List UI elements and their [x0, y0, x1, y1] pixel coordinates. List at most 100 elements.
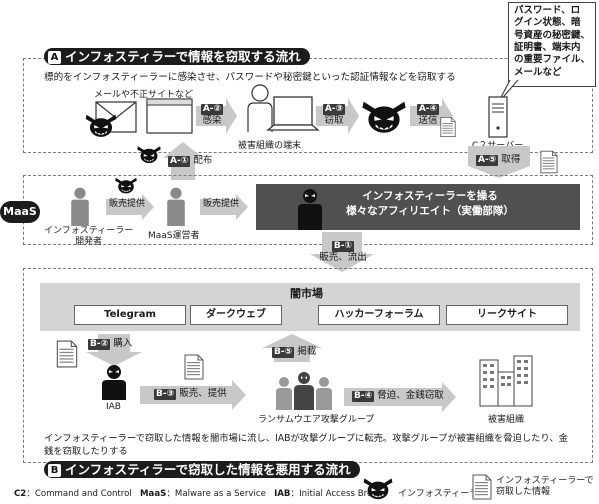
- step-b2: B-② 購入: [88, 338, 148, 350]
- section-b-description: インフォスティーラーで窃取した情報を闇市場に流し、IABが攻撃グループに転売。攻…: [44, 432, 568, 458]
- abbrev-iab-key: IAB: [274, 489, 291, 499]
- sale-label-1: 販売提供: [108, 199, 145, 209]
- affiliate-person: [298, 189, 322, 230]
- operator-label: MaaS運営者: [148, 231, 200, 241]
- step-a1-label: 配布: [193, 155, 213, 166]
- callout-line: 号資産の秘密鍵、: [514, 29, 591, 41]
- legend-info-icon: [472, 474, 492, 500]
- section-b-title-text: インフォスティラーで窃取した情報を悪用する流れ: [65, 462, 351, 477]
- abbrev-maas-key: MaaS: [139, 489, 167, 499]
- step-a1: A-① 配布: [168, 155, 228, 167]
- step-a2-label: 感染: [202, 115, 222, 126]
- arrow-b1: [310, 232, 374, 272]
- sale-label-2: 販売提供: [202, 199, 239, 209]
- step-a1-code: A-①: [168, 156, 191, 167]
- affiliate-text: インフォスティーラーを操る 様々なアフィリエイト（実働部隊）: [330, 189, 530, 219]
- step-b5-code: B-⑤: [272, 347, 295, 358]
- market-item-leak-site: リークサイト: [446, 305, 568, 325]
- iab-person: [102, 365, 126, 400]
- ransomware-group: [276, 372, 332, 410]
- step-a5-label: 取得: [501, 154, 521, 165]
- step-b4-code: B-④: [352, 391, 375, 402]
- abbrev-iab-value: ：Initial Access Broker: [290, 489, 386, 499]
- callout-line: グイン状態、暗: [514, 17, 581, 29]
- maas-label: MaaS: [0, 201, 40, 223]
- section-b-description-line-2: 銭を窃取したりする: [44, 446, 128, 458]
- arrow-sale-2: [200, 194, 248, 220]
- section-a-title-text: インフォスティラーで情報を窃取する流れ: [65, 49, 301, 64]
- callout-box: パスワード、ログイン状態、暗号資産の秘密鍵、証明書、端末内の重要ファイル、メール…: [508, 2, 596, 87]
- ransomware-label: ランサムウエア攻撃グループ: [258, 415, 375, 425]
- iab-label: IAB: [106, 402, 121, 412]
- developer-person: [68, 186, 92, 226]
- legend-stealer-icon: [362, 476, 394, 500]
- step-b5-label: 掲載: [297, 346, 317, 357]
- market-item-hacker-forum: ハッカーフォーラム: [318, 305, 440, 325]
- callout-text: パスワード、ログイン状態、暗号資産の秘密鍵、証明書、端末内の重要ファイル、メール…: [509, 3, 595, 79]
- abbrev-maas-value: ：Malware as a Service: [166, 489, 266, 499]
- buildings-icon: [479, 355, 533, 407]
- stealer-icon-center: [360, 98, 408, 134]
- step-b1: B-① 販売、流出: [316, 240, 370, 264]
- info-doc-a4: [440, 116, 456, 138]
- step-a4: A-④ 送信: [412, 103, 444, 127]
- abbrev-c2-key: C2: [14, 489, 27, 499]
- arrow-a5: [468, 146, 530, 178]
- section-a-badge: A: [48, 51, 61, 64]
- abbreviation-legend: C2：Command and Control MaaS：Malware as a…: [14, 487, 386, 499]
- step-b2-code: B-②: [88, 339, 111, 350]
- step-b2-label: 購入: [113, 338, 133, 349]
- step-b3-label: 販売、提供: [179, 388, 227, 399]
- abbrev-c2-value: ：Command and Control: [26, 489, 132, 499]
- laptop-icon: [266, 96, 320, 131]
- callout-line: 証明書、端末内: [514, 42, 581, 54]
- developer-label-line-2: 開発者: [75, 237, 103, 248]
- section-b-description-line-1: インフォスティーラーで窃取した情報を闇市場に流し、IABが攻撃グループに転売。攻…: [44, 433, 568, 444]
- c2-server-icon: [488, 96, 508, 138]
- step-b1-code: B-①: [331, 241, 355, 252]
- step-b3-code: B-③: [154, 389, 177, 400]
- affiliate-line-1: インフォスティーラーを操る: [362, 190, 498, 202]
- terminal-label: 被害組織の端末: [238, 141, 302, 151]
- step-a5: A-⑤ 取得: [476, 154, 536, 166]
- section-a-description: 標的をインフォスティーラーに感染させ、パスワードや秘密鍵といった認証情報などを窃…: [44, 72, 456, 83]
- victim-org-label: 被害組織: [488, 415, 525, 425]
- section-a-title: A インフォスティラーで情報を窃取する流れ: [44, 48, 310, 65]
- affiliate-line-2: 様々なアフィリエイト（実働部隊）: [346, 205, 514, 218]
- developer-label: インフォスティーラー 開発者: [44, 226, 133, 249]
- step-a3: A-③ 窃取: [318, 103, 350, 127]
- step-b4: B-④ 脅迫、金銭窃取: [352, 390, 452, 402]
- stealer-icon-sale: [114, 176, 138, 194]
- callout-line: メールなど: [514, 66, 562, 78]
- section-b-title: B インフォスティラーで窃取した情報を悪用する流れ: [44, 461, 360, 478]
- step-b4-label: 脅迫、金銭窃取: [377, 390, 444, 401]
- step-a3-code: A-③: [322, 104, 346, 115]
- victim-person: [247, 84, 273, 132]
- market-item-darkweb: ダークウェブ: [190, 305, 282, 325]
- legend-info-line-2: 窃取した情報: [496, 487, 551, 498]
- legend-stealer-label: インフォスティーラー: [398, 489, 488, 499]
- step-a5-code: A-⑤: [476, 155, 499, 166]
- info-doc-a5: [540, 150, 558, 174]
- callout-line: の重要ファイル、: [514, 54, 591, 66]
- step-b3: B-③ 販売、提供: [154, 388, 244, 400]
- step-a4-code: A-④: [416, 104, 440, 115]
- info-doc-b3: [184, 354, 204, 380]
- legend-info-label: インフォスティーラーで 窃取した情報: [496, 476, 594, 499]
- step-a2-code: A-②: [200, 104, 224, 115]
- market-item-telegram: Telegram: [74, 305, 186, 325]
- stealer-icon-mail: [84, 112, 118, 138]
- legend-info-line-1: インフォスティーラーで: [496, 476, 594, 486]
- section-b-badge: B: [48, 464, 61, 477]
- arrow-b4: [344, 382, 456, 412]
- mail-label: メールや不正サイトなど: [94, 90, 194, 100]
- developer-label-line-1: インフォスティーラー: [44, 226, 134, 236]
- operator-person: [164, 186, 188, 226]
- step-a2: A-② 感染: [196, 103, 228, 127]
- info-doc-b2: [56, 340, 78, 368]
- stealer-icon-a1: [136, 144, 162, 164]
- browser-icon: [146, 98, 193, 134]
- black-market-title: 闇市場: [290, 287, 323, 300]
- callout-line: パスワード、ロ: [514, 5, 581, 16]
- step-a4-label: 送信: [418, 115, 438, 126]
